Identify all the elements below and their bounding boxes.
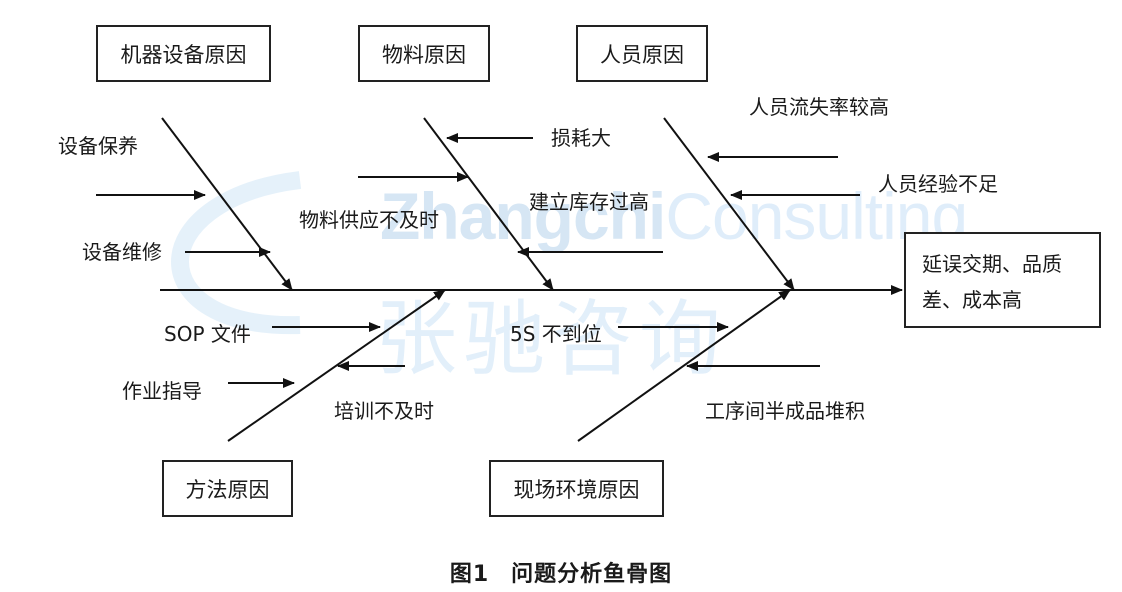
category-people: 人员原因 xyxy=(576,25,708,82)
category-material: 物料原因 xyxy=(358,25,490,82)
watermark-swoosh xyxy=(171,171,302,335)
cause-staff-turnover: 人员流失率较高 xyxy=(749,95,889,119)
bone-machine xyxy=(161,117,293,291)
figure-caption: 图1 问题分析鱼骨图 xyxy=(0,556,1122,588)
category-method: 方法原因 xyxy=(162,460,293,517)
effect-line-1: 延误交期、品质 xyxy=(922,252,1062,276)
cause-lack-experience: 人员经验不足 xyxy=(878,172,998,196)
cause-5s-not-in-place: 5S 不到位 xyxy=(510,322,602,346)
cause-wip-accumulation: 工序间半成品堆积 xyxy=(705,399,865,423)
bone-environment xyxy=(577,289,791,442)
cause-untimely-training: 培训不及时 xyxy=(334,399,434,423)
cause-material-supply: 物料供应不及时 xyxy=(299,208,439,232)
cause-material-loss: 损耗大 xyxy=(551,126,611,150)
effect-line-2: 差、成本高 xyxy=(922,288,1022,312)
category-environment: 现场环境原因 xyxy=(489,460,664,517)
cause-work-guidance: 作业指导 xyxy=(122,379,202,403)
watermark-brand: ZhangchiConsulting xyxy=(380,178,968,254)
cause-equipment-repair: 设备维修 xyxy=(82,240,162,264)
bone-material xyxy=(423,117,554,291)
figure-number: 图1 xyxy=(449,562,490,587)
cause-equipment-maintenance: 设备保养 xyxy=(58,134,138,158)
category-machine: 机器设备原因 xyxy=(96,25,271,82)
bone-people xyxy=(663,117,795,291)
watermark-brand-bold: Zhangchi xyxy=(380,179,666,253)
figure-title: 问题分析鱼骨图 xyxy=(511,562,673,587)
cause-sop-document: SOP 文件 xyxy=(164,322,251,346)
watermark-brand-cn: 张驰咨询 xyxy=(375,292,728,387)
cause-high-inventory: 建立库存过高 xyxy=(529,190,649,214)
effect-box: 延误交期、品质 差、成本高 xyxy=(904,232,1101,328)
bone-method xyxy=(227,289,446,442)
